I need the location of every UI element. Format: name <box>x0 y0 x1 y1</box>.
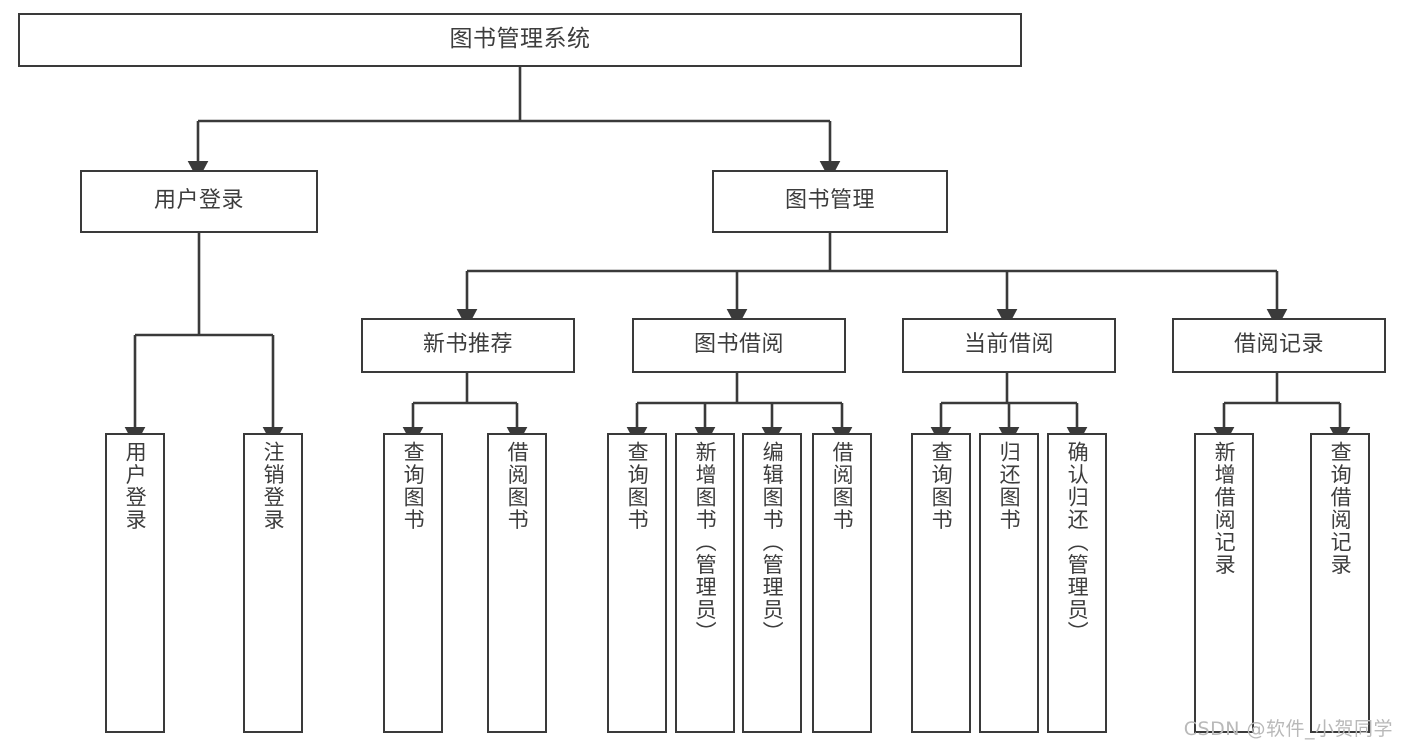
node-leaf-book-borrow-borrow[interactable]: 借阅图书 <box>812 433 872 733</box>
node-label: 新增借阅记录 <box>1212 441 1237 576</box>
node-leaf-book-borrow-add[interactable]: 新增图书（管理员） <box>675 433 735 733</box>
node-user-login[interactable]: 用户登录 <box>80 170 318 233</box>
node-label: 图书管理 <box>784 188 875 214</box>
watermark-text: CSDN @软件_小贺同学 <box>1183 718 1393 740</box>
node-label: 归还图书 <box>997 441 1022 531</box>
node-leaf-book-borrow-edit[interactable]: 编辑图书（管理员） <box>742 433 802 733</box>
node-label: 查询图书 <box>929 441 954 531</box>
node-book-borrow[interactable]: 图书借阅 <box>632 318 846 373</box>
node-label: 图书管理系统 <box>449 26 591 53</box>
node-leaf-current-borrow-return[interactable]: 归还图书 <box>979 433 1039 733</box>
node-leaf-current-borrow-query[interactable]: 查询图书 <box>911 433 971 733</box>
node-label: 借阅图书 <box>505 441 530 531</box>
node-label: 用户登录 <box>123 441 148 531</box>
node-current-borrow[interactable]: 当前借阅 <box>902 318 1116 373</box>
node-leaf-book-borrow-query[interactable]: 查询图书 <box>607 433 667 733</box>
node-new-book-recommend[interactable]: 新书推荐 <box>361 318 575 373</box>
node-label: 注销登录 <box>261 441 286 531</box>
node-leaf-user-login-signout[interactable]: 注销登录 <box>243 433 303 733</box>
node-label: 编辑图书（管理员） <box>760 441 785 644</box>
node-book-management[interactable]: 图书管理 <box>712 170 948 233</box>
node-label: 当前借阅 <box>963 332 1054 358</box>
node-label: 新增图书（管理员） <box>693 441 718 644</box>
node-label: 查询图书 <box>625 441 650 531</box>
node-leaf-borrow-record-query[interactable]: 查询借阅记录 <box>1310 433 1370 733</box>
node-label: 用户登录 <box>153 188 244 214</box>
node-leaf-new-book-borrow[interactable]: 借阅图书 <box>487 433 547 733</box>
node-root-system[interactable]: 图书管理系统 <box>18 13 1022 67</box>
node-leaf-user-login-signin[interactable]: 用户登录 <box>105 433 165 733</box>
node-label: 借阅图书 <box>830 441 855 531</box>
node-leaf-borrow-record-add[interactable]: 新增借阅记录 <box>1194 433 1254 733</box>
node-label: 查询借阅记录 <box>1328 441 1353 576</box>
node-borrow-record[interactable]: 借阅记录 <box>1172 318 1386 373</box>
node-label: 确认归还（管理员） <box>1065 441 1090 644</box>
node-label: 查询图书 <box>401 441 426 531</box>
node-label: 新书推荐 <box>422 332 513 358</box>
node-leaf-new-book-query[interactable]: 查询图书 <box>383 433 443 733</box>
node-label: 借阅记录 <box>1233 332 1324 358</box>
node-label: 图书借阅 <box>693 332 784 358</box>
node-leaf-current-borrow-confirm[interactable]: 确认归还（管理员） <box>1047 433 1107 733</box>
